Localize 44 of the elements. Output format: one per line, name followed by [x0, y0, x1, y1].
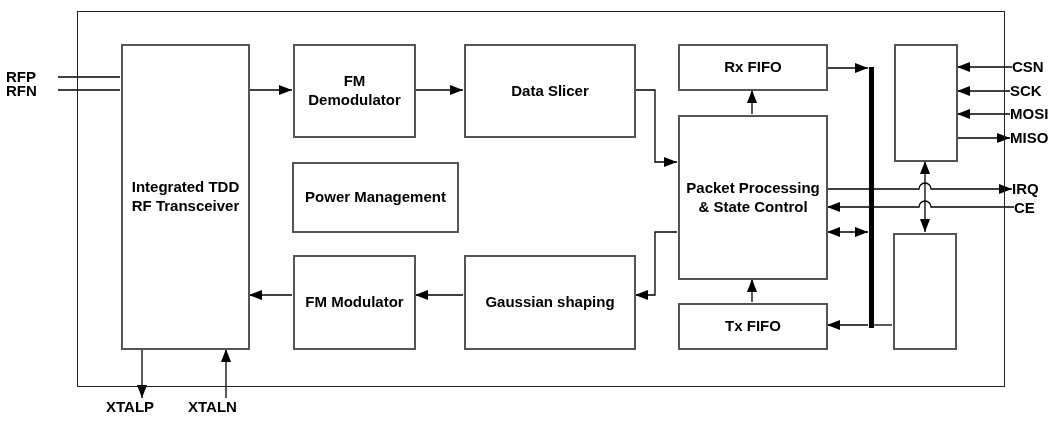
signal-line [57, 89, 121, 91]
pin-label: XTALP [106, 398, 168, 416]
pin-label: IRQ [1012, 180, 1052, 198]
pin-label: XTALN [188, 398, 250, 416]
signal-line [57, 76, 121, 78]
arrow [826, 227, 869, 237]
block-box: Tx FIFO [678, 303, 828, 350]
arrow [634, 89, 678, 167]
arrow [221, 348, 231, 399]
block-box: Power Management [292, 162, 459, 233]
arrow [248, 85, 293, 95]
block-box: Rx FIFO [678, 44, 828, 91]
arrow [920, 160, 930, 233]
arrow [956, 109, 1011, 119]
arrow [414, 85, 464, 95]
block-box: Data Slicer [464, 44, 636, 138]
block-box: FM Modulator [293, 255, 416, 350]
arrow [248, 290, 293, 300]
pin-label: MOSI [1010, 105, 1062, 123]
bus-bar [869, 67, 874, 328]
arrow [826, 182, 1013, 194]
arrow [956, 62, 1013, 72]
pin-label: SCK [1010, 82, 1056, 100]
block-box: Integrated TDD RF Transceiver [121, 44, 250, 350]
chip-outline [77, 11, 1005, 387]
arrow [747, 89, 757, 115]
pin-label: MISO [1010, 129, 1062, 147]
arrow [634, 231, 678, 300]
arrow [956, 133, 1011, 143]
pin-label: CSN [1012, 58, 1058, 76]
arrow [956, 86, 1011, 96]
arrow [747, 278, 757, 303]
block-box: Gaussian shaping [464, 255, 636, 350]
arrow [414, 290, 464, 300]
block-box: Packet Processing & State Control [678, 115, 828, 280]
block-box [893, 233, 957, 350]
arrow [826, 63, 869, 73]
block-box: FM Demodulator [293, 44, 416, 138]
pin-label: CE [1014, 199, 1048, 217]
arrow [137, 348, 147, 399]
signal-line [872, 324, 893, 326]
arrow [826, 320, 869, 330]
block-box [894, 44, 958, 162]
arrow [826, 200, 1015, 212]
